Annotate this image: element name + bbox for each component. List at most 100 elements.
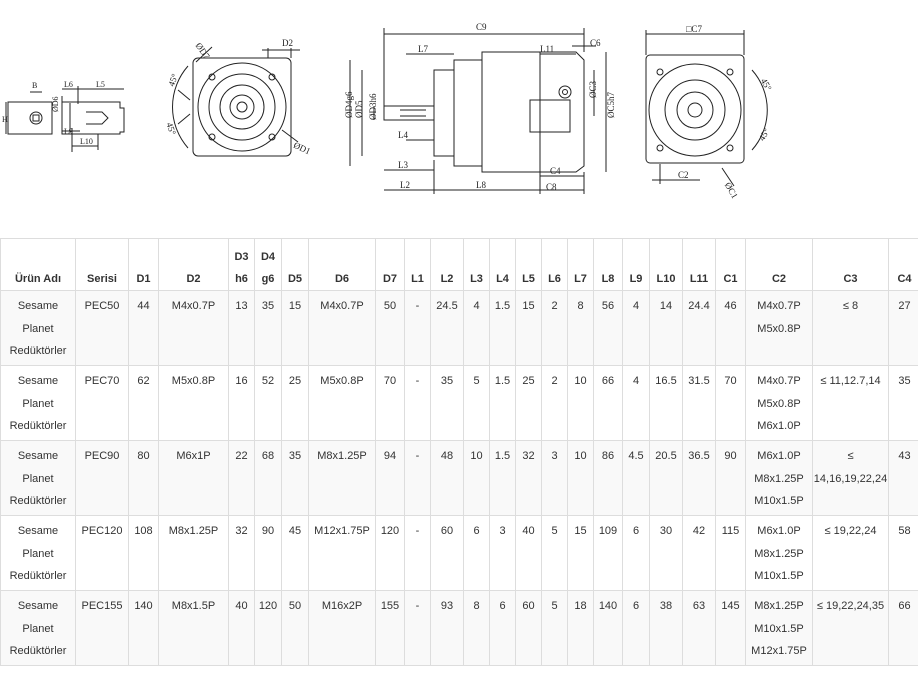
table-cell-text: M6x1P <box>176 450 211 462</box>
table-cell: 15 <box>515 290 542 366</box>
table-cell: 86 <box>593 440 623 516</box>
table-cell-text: M8x1.25P <box>754 600 804 612</box>
table-cell: 14 <box>649 290 683 366</box>
table-cell-text: 1.5 <box>494 300 511 312</box>
table-cell-text: 120 <box>380 525 400 537</box>
table-cell: 108 <box>128 515 159 591</box>
table-cell: 1.5 <box>489 440 516 516</box>
table-cell: 4 <box>463 290 490 366</box>
label-l5: L5 <box>96 80 105 89</box>
table-cell: 6 <box>622 590 650 666</box>
column-header-text: C4 <box>897 273 912 285</box>
table-cell-text: 30 <box>659 525 673 537</box>
table-cell-text: Planet <box>22 547 54 560</box>
table-cell-text: PEC50 <box>84 300 120 312</box>
label-c6: C6 <box>590 38 601 48</box>
table-cell: M5x0.8P <box>158 365 229 441</box>
table-cell-text: 115 <box>721 525 740 537</box>
label-d3: ØD3h6 <box>368 93 378 120</box>
table-cell: M6x1P <box>158 440 229 516</box>
table-cell: 66 <box>593 365 623 441</box>
column-header-text: L4 <box>496 273 509 285</box>
table-cell-text: M12x1.75P <box>314 525 370 537</box>
table-cell: 16.5 <box>649 365 683 441</box>
table-cell-text: 140 <box>598 600 618 612</box>
table-cell-text: 10 <box>574 375 587 387</box>
table-cell-text: 25 <box>522 375 535 387</box>
column-header-text: L9 <box>629 273 643 285</box>
column-header: D6 <box>308 238 376 291</box>
table-cell: 8 <box>567 290 594 366</box>
column-header: L1 <box>404 238 431 291</box>
table-cell: 25 <box>281 365 309 441</box>
table-cell-text: 6 <box>632 525 640 537</box>
table-cell: 109 <box>593 515 623 591</box>
table-cell: 6 <box>622 515 650 591</box>
table-cell-text: 14,16,19,22,24 <box>813 472 888 485</box>
table-cell: 70 <box>375 365 405 441</box>
table-cell: 43 <box>888 440 918 516</box>
table-cell-text: 15 <box>574 525 587 537</box>
column-header-text: L6 <box>548 273 561 285</box>
table-cell-text: M12x1.75P <box>751 645 807 657</box>
table-cell-text: 63 <box>692 600 706 612</box>
label-d4: ØD4g6 <box>344 91 354 118</box>
table-cell: PEC155 <box>75 590 129 666</box>
label-45-top: 45° <box>166 72 180 88</box>
table-cell-text: 108 <box>134 525 153 537</box>
table-cell: 62 <box>128 365 159 441</box>
table-cell-text: 18 <box>574 600 587 612</box>
column-header-text: L3 <box>470 273 483 285</box>
table-cell-text: M5x0.8P <box>320 375 364 387</box>
column-header-text: D2 <box>186 273 201 285</box>
table-cell-text: 6 <box>499 600 506 612</box>
table-cell: 80 <box>128 440 159 516</box>
table-cell-text: Redüktörler <box>9 495 67 507</box>
table-cell: PEC50 <box>75 290 129 366</box>
table-cell-text: 94 <box>383 450 397 462</box>
label-d2: D2 <box>282 38 293 48</box>
table-cell: 6 <box>463 515 490 591</box>
table-cell: M5x0.8P <box>308 365 376 441</box>
table-cell: 40 <box>515 515 542 591</box>
table-cell-text: M8x1.5P <box>171 600 216 612</box>
table-cell-text: 36.5 <box>688 450 710 462</box>
table-cell-text: 13 <box>235 300 248 312</box>
table-cell: 16 <box>228 365 255 441</box>
table-cell: 50 <box>281 590 309 666</box>
label-c5: ØC5h7 <box>606 91 616 118</box>
column-header-text: L10 <box>656 273 676 285</box>
column-header-text: L5 <box>522 273 535 285</box>
table-cell: 38 <box>649 590 683 666</box>
table-cell: 1.5 <box>489 290 516 366</box>
table-cell-text: 62 <box>137 375 150 387</box>
table-cell-text: M4x0.7P <box>757 375 801 387</box>
column-header: L6 <box>541 238 568 291</box>
table-cell-text: 27 <box>898 300 911 312</box>
table-cell: 2 <box>541 365 568 441</box>
table-cell: 35 <box>254 290 282 366</box>
table-cell: 4.5 <box>622 440 650 516</box>
table-cell-text: - <box>415 450 420 462</box>
column-header: D1 <box>128 238 159 291</box>
table-cell: 60 <box>430 515 464 591</box>
table-cell-text: M6x1.0P <box>757 525 801 537</box>
table-cell-text: Redüktörler <box>9 645 67 657</box>
table-cell-text: PEC90 <box>84 450 120 462</box>
table-cell-text: 1.5 <box>494 375 511 387</box>
table-cell: 66 <box>888 590 918 666</box>
table-cell-text: 80 <box>137 450 150 462</box>
table-cell-text: 5 <box>551 600 558 612</box>
table-cell-text: 4 <box>632 375 640 387</box>
table-cell-text: 68 <box>261 450 275 462</box>
column-header-text: h6 <box>235 273 248 285</box>
column-header: C1 <box>715 238 746 291</box>
table-cell: 140 <box>593 590 623 666</box>
